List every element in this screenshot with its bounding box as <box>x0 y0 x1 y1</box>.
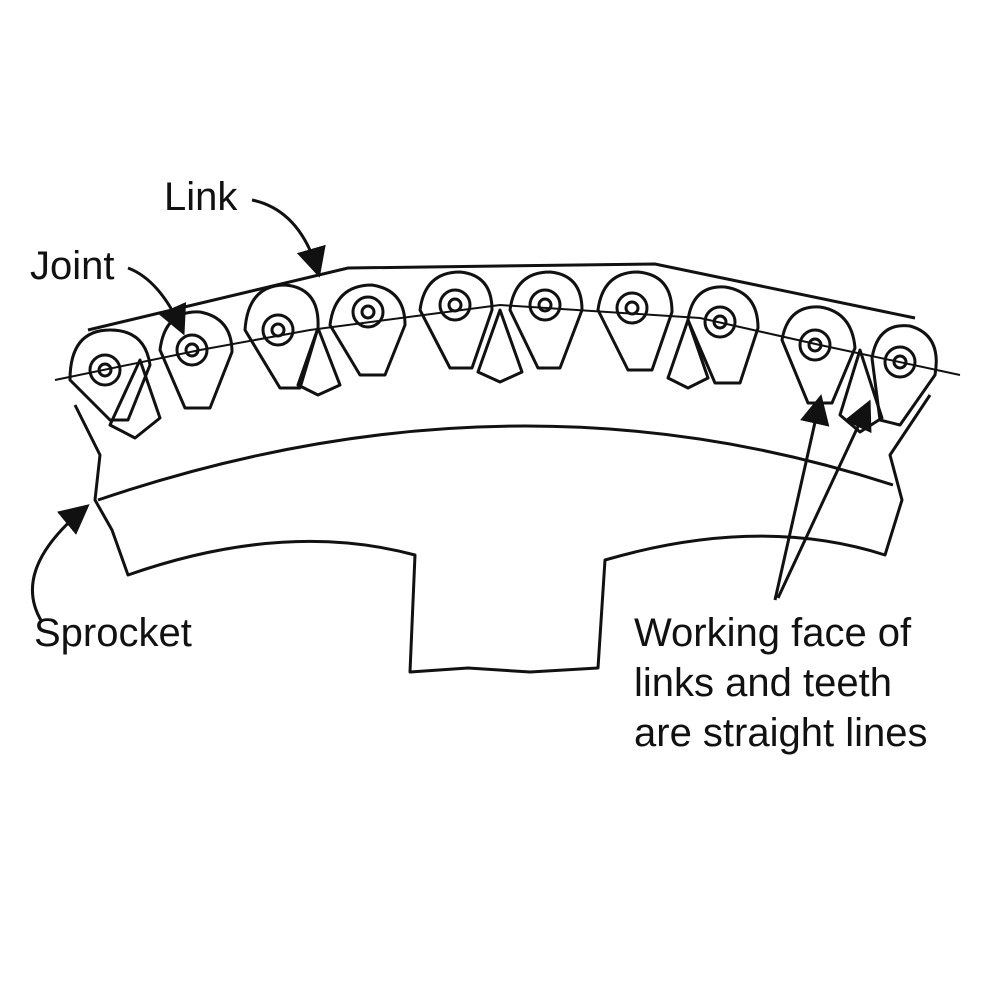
working-face-leader-2 <box>776 399 872 599</box>
chain-links <box>68 270 938 427</box>
working-face-line-3: are straight lines <box>634 711 928 755</box>
joint-pin <box>175 333 209 367</box>
sprocket-pitch-arc <box>97 424 894 502</box>
chain-link-plate <box>686 285 760 385</box>
sprocket-body <box>73 394 932 674</box>
working-face-leader-1 <box>773 394 830 601</box>
chain-link-plate <box>328 283 407 377</box>
working-face-line-2: links and teeth <box>634 661 892 705</box>
chain-link-plate <box>418 270 494 370</box>
sprocket-tooth <box>666 318 710 390</box>
link-leader <box>251 198 326 278</box>
joint-pin <box>798 328 832 362</box>
working-face-label: Working face of links and teeth are stra… <box>634 608 927 758</box>
leader-lines <box>30 198 872 623</box>
sprocket-tooth <box>296 326 342 397</box>
sprocket-tooth <box>476 308 524 384</box>
chain-back-edge <box>87 262 916 332</box>
chain-pitch-line <box>54 303 961 381</box>
sprocket-label: Sprocket <box>34 611 192 655</box>
joint-pin <box>438 288 472 322</box>
chain-joints <box>88 288 917 387</box>
joint-pin <box>88 353 122 387</box>
chain-link-plate <box>68 328 152 422</box>
chain-link-plate <box>508 270 584 370</box>
joint-label: Joint <box>30 244 115 288</box>
link-label: Link <box>164 175 238 219</box>
joint-pin <box>351 295 385 329</box>
chain-link-plate <box>596 270 674 372</box>
chain-link-plate <box>158 310 234 410</box>
joint-pin <box>883 345 917 379</box>
sprocket-tooth <box>108 358 162 440</box>
sprocket-leader <box>30 504 90 623</box>
working-face-line-1: Working face of <box>634 611 912 655</box>
joint-pin <box>703 305 737 339</box>
joint-leader <box>127 266 187 336</box>
chain-link-plate <box>870 324 938 427</box>
chain-link-plate <box>780 305 857 405</box>
joint-pin <box>528 288 562 322</box>
joint-pin <box>261 313 295 347</box>
joint-pin <box>615 291 649 325</box>
chain-link-plate <box>243 283 320 390</box>
